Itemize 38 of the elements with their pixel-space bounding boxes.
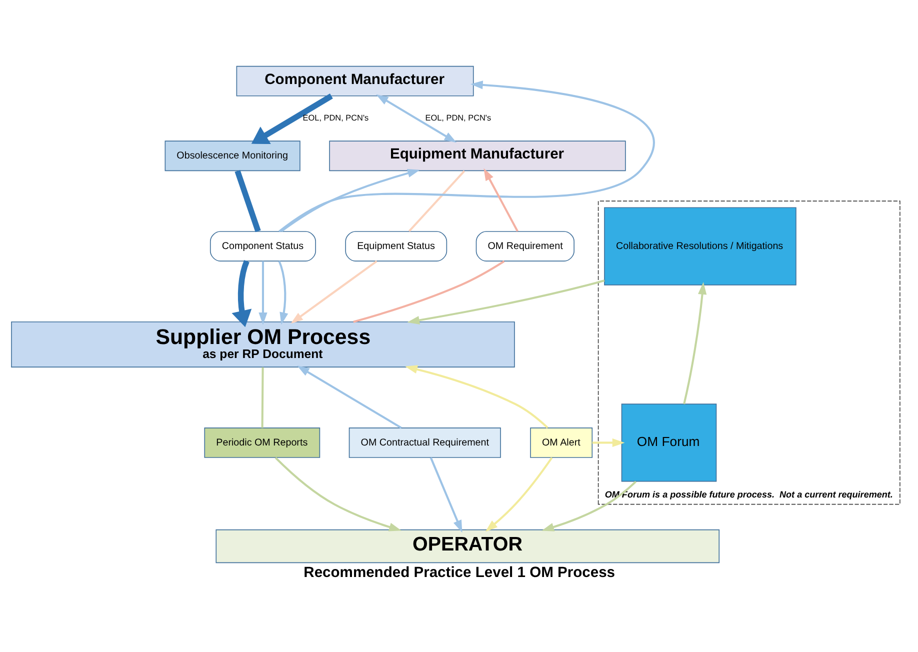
caption: Recommended Practice Level 1 OM Process <box>304 565 616 581</box>
node-box: Equipment Manufacturer <box>329 140 626 172</box>
arrow <box>405 365 548 428</box>
connector <box>261 367 264 428</box>
arrow <box>280 169 420 232</box>
node-box: OM Contractual Requirement <box>348 428 501 458</box>
node-box: Component Manufacturer <box>236 66 474 96</box>
arrow <box>278 260 288 325</box>
edge-label: EOL, PDN, PCN's <box>302 114 369 123</box>
arrow <box>251 94 333 144</box>
node-box: Equipment Status <box>345 231 448 262</box>
arrow <box>485 457 553 532</box>
node-box: OM Forum <box>621 404 717 482</box>
node-box: OPERATOR <box>216 529 720 564</box>
arrow <box>376 94 457 143</box>
arrow <box>232 260 252 328</box>
node-box: Component Status <box>210 231 316 262</box>
arrow <box>258 261 268 325</box>
arrow <box>297 366 402 429</box>
node-box: Periodic OM Reports <box>204 428 320 458</box>
node-box: OM Alert <box>530 428 593 458</box>
connector <box>408 170 466 232</box>
node-box: Supplier OM Process as per RP Document <box>11 321 515 368</box>
arrow <box>430 457 462 533</box>
connector <box>234 170 261 232</box>
node-box: Obsolescence Monitoring <box>164 140 300 172</box>
arrow <box>683 282 707 404</box>
arrow <box>290 260 378 324</box>
arrow <box>407 280 605 325</box>
arrow <box>274 457 402 532</box>
arrow <box>484 168 518 232</box>
arrow <box>542 480 637 532</box>
edge-label: EOL, PDN, PCN's <box>425 114 492 123</box>
arrow <box>592 438 625 448</box>
node-box: OM Requirement <box>476 231 574 262</box>
node-box: Collaborative Resolutions / Mitigations <box>604 207 796 286</box>
arrow <box>278 80 654 232</box>
connector <box>353 260 505 323</box>
